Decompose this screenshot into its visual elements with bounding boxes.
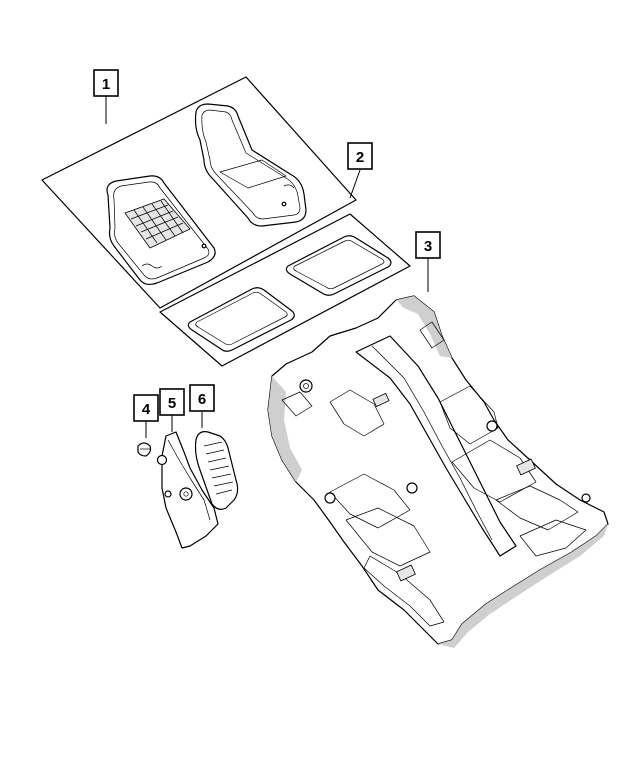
- svg-text:5: 5: [168, 395, 176, 412]
- floor-carpet: 3: [267, 231, 609, 648]
- svg-text:2: 2: [356, 149, 364, 166]
- callout-5: 5: [159, 388, 185, 416]
- rear-mats-panel: [159, 213, 411, 367]
- bracket-panel: 5: [156, 388, 219, 549]
- callout-2-leader: [349, 169, 361, 199]
- front-right-mat: [194, 103, 307, 227]
- clip-fastener: 4: [133, 394, 159, 457]
- callout-3: 3: [415, 231, 441, 259]
- callout-1: 1: [93, 69, 119, 97]
- svg-text:1: 1: [102, 76, 110, 93]
- svg-text:3: 3: [424, 238, 432, 255]
- rear-left-mat: [187, 287, 295, 352]
- callout-6: 6: [189, 384, 215, 412]
- front-floor-mats-group: 1: [41, 69, 357, 309]
- svg-text:6: 6: [198, 391, 206, 408]
- rear-floor-mats-group: 2: [159, 142, 411, 367]
- front-left-mat: [106, 175, 216, 286]
- svg-text:4: 4: [142, 401, 151, 418]
- heel-pad: 6: [189, 384, 239, 510]
- callout-2: 2: [347, 142, 373, 170]
- callout-4: 4: [133, 394, 159, 422]
- rear-right-mat: [285, 235, 392, 296]
- front-mats-panel: [41, 76, 357, 309]
